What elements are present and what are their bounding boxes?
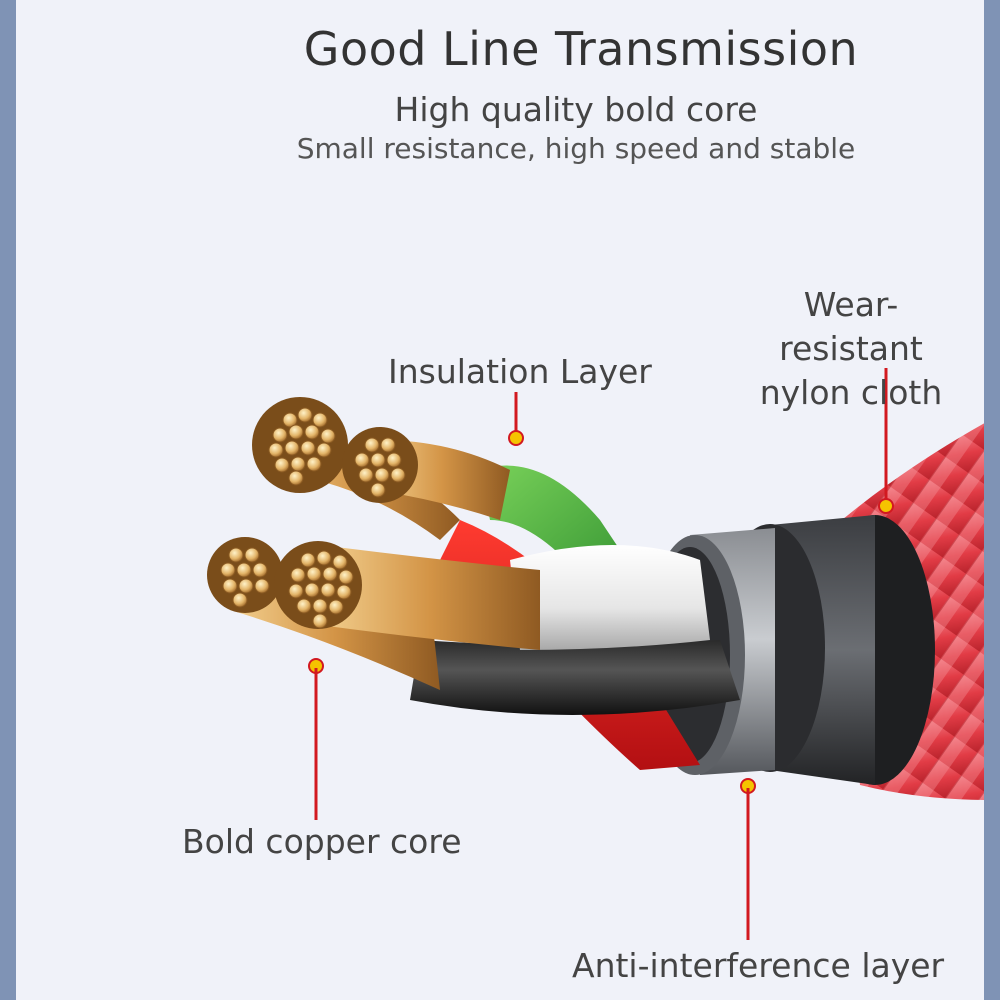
callout-insulation-pointer — [508, 392, 524, 446]
copper-core-upper-left — [252, 397, 460, 540]
callout-insulation-label: Insulation Layer — [388, 352, 652, 391]
callout-anti-label: Anti-interference layer — [572, 946, 945, 985]
copper-core-front — [274, 541, 540, 650]
cable-cross-section-illustration — [207, 368, 984, 940]
page-title: Good Line Transmission — [303, 22, 859, 76]
product-panel: Good Line Transmission High quality bold… — [16, 0, 984, 1000]
callout-copper-pointer — [308, 658, 324, 820]
copper-core-green — [342, 427, 510, 520]
callout-copper-label: Bold copper core — [182, 822, 462, 861]
page-subtitle: High quality bold core — [394, 90, 758, 129]
page-subtext: Small resistance, high speed and stable — [296, 132, 856, 165]
callout-wear-pointer — [878, 368, 894, 514]
black-wire — [410, 640, 740, 715]
white-wire — [510, 545, 710, 650]
callout-wear-label: Wear-resistant nylon cloth — [759, 285, 943, 412]
callout-anti-pointer — [740, 778, 756, 940]
